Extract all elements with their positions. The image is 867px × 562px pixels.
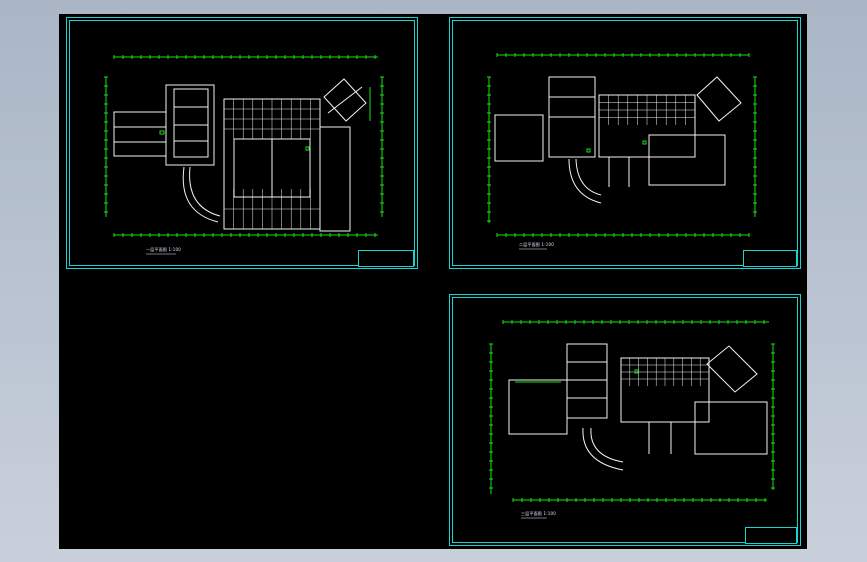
sheet-1-graphics (66, 17, 418, 269)
sheet-3-title: 三层平面图 1:100 (521, 511, 556, 516)
sheet-1-green-markers (159, 87, 371, 151)
sheet-3-title-block (745, 527, 797, 544)
sheet-2-dimensions (488, 54, 756, 236)
sheet-3-dimensions (490, 321, 774, 501)
sheet-2-graphics (449, 17, 801, 269)
sheet-1-floor-plan (113, 78, 367, 232)
sheet-3-green-markers (515, 369, 639, 383)
sheet-3-floor-plan (508, 343, 768, 471)
drawing-sheet-1[interactable]: 一层平面图 1:100 (66, 17, 418, 269)
sheet-3-graphics (449, 294, 801, 546)
cad-drawing-canvas[interactable]: 一层平面图 1:100 (59, 14, 807, 549)
sheet-1-title-block (358, 250, 414, 267)
sheet-2-green-markers (586, 140, 647, 153)
sheet-2-title: 二层平面图 1:100 (519, 242, 554, 247)
sheet-1-title: 一层平面图 1:100 (146, 247, 181, 252)
drawing-sheet-2[interactable]: 二层平面图 1:100 (449, 17, 801, 269)
sheet-1-dimensions (105, 56, 383, 236)
drawing-sheet-3[interactable]: 三层平面图 1:100 (449, 294, 801, 546)
sheet-2-title-block (743, 250, 797, 267)
